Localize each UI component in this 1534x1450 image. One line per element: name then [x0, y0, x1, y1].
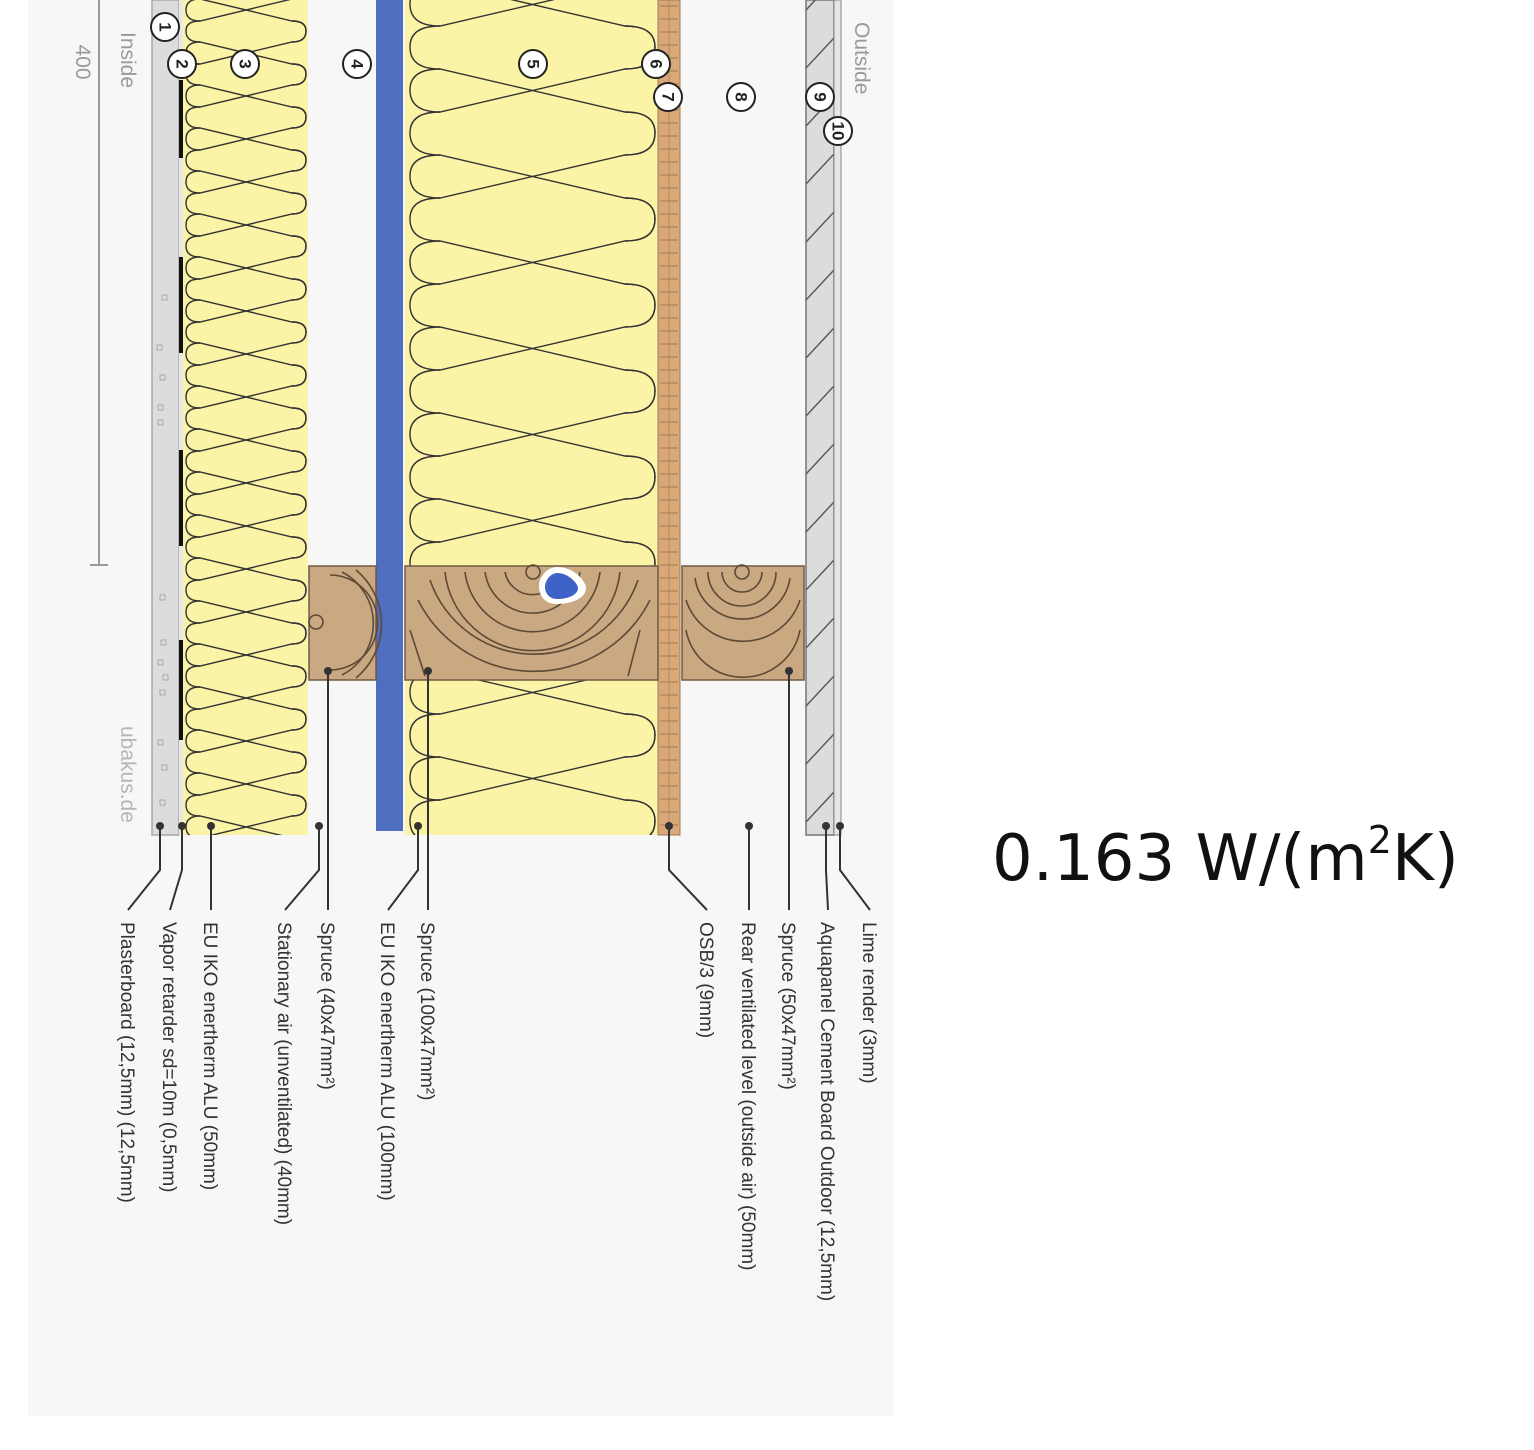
layer-label: Aquapanel Cement Board Outdoor (12,5mm): [816, 922, 837, 1301]
layer-badge-10: 10: [823, 116, 853, 146]
layer-label: Lime render (3mm): [858, 922, 879, 1084]
layer-label: Stationary air (unventilated) (40mm): [273, 922, 294, 1225]
svg-text:4: 4: [348, 59, 367, 69]
layer-badge-7: 7: [653, 82, 683, 112]
osb-texture: [660, 0, 678, 835]
insulation-50-pattern: [185, 0, 307, 835]
layer-labels: Plasterboard (12,5mm) (12,5mm) Vapor reta…: [116, 922, 879, 1301]
u-value-readout: 0.163 W/(m2K): [992, 818, 1459, 896]
layer-badge-1: 1: [150, 12, 180, 42]
layer-label: OSB/3 (9mm): [695, 922, 716, 1038]
membrane-layer: [376, 0, 403, 831]
layer-label: Plasterboard (12,5mm) (12,5mm): [116, 922, 137, 1203]
svg-text:1: 1: [156, 22, 175, 31]
svg-text:7: 7: [659, 92, 678, 101]
layer-label: Vapor retarder sd=10m (0,5mm): [158, 922, 179, 1193]
svg-text:8: 8: [732, 92, 751, 101]
scale-bar: [90, 0, 108, 566]
watermark: ubakus.de: [116, 726, 139, 823]
u-value-number: 0.163 W/(m: [992, 822, 1368, 896]
layer-badge-4: 4: [342, 49, 372, 79]
layer-label: EU IKO enertherm ALU (100mm): [376, 922, 397, 1201]
svg-text:6: 6: [647, 59, 666, 68]
cement-board-hatch: [806, 0, 834, 823]
svg-text:5: 5: [524, 59, 543, 68]
lime-render-layer: [833, 0, 842, 836]
u-value-suffix: K): [1391, 822, 1459, 896]
layer-badge-8: 8: [726, 82, 756, 112]
svg-text:3: 3: [236, 59, 255, 68]
layer-badge-6: 6: [641, 49, 671, 79]
insulation-100-layer: [405, 0, 658, 835]
spruce-50x47-batten: [681, 564, 805, 681]
spruce-100x47-batten: [404, 564, 659, 681]
layer-label: Spruce (50x47mm²): [777, 922, 798, 1090]
layer-number-badges: 1 2 3 4 5 6 7 8 9 10: [150, 12, 853, 146]
layer-badge-5: 5: [518, 49, 548, 79]
inside-label: Inside: [116, 32, 139, 88]
svg-text:9: 9: [811, 92, 830, 101]
svg-text:10: 10: [829, 122, 848, 141]
vapor-retarder-strips: [179, 80, 184, 740]
vapor-retarder-layer: [179, 0, 183, 835]
moisture-drop-icon[interactable]: [539, 567, 586, 604]
spruce-40x47-batten: [308, 565, 383, 681]
insulation-50-layer: [183, 0, 308, 835]
leader-lines: [127, 667, 871, 911]
layer-label: Spruce (100x47mm²): [416, 922, 437, 1100]
outside-label: Outside: [850, 22, 873, 94]
layer-badge-9: 9: [805, 82, 835, 112]
layer-label: Rear ventilated level (outside air) (50m…: [737, 922, 758, 1270]
plasterboard-layer: [151, 0, 180, 836]
scale-label: 400: [71, 44, 94, 79]
u-value-exponent: 2: [1367, 818, 1392, 862]
layer-badge-3: 3: [230, 49, 260, 79]
layer-label: Spruce (40x47mm²): [316, 922, 337, 1090]
svg-text:2: 2: [173, 59, 192, 68]
plasterboard-texture: [156, 294, 169, 806]
layer-badge-2: 2: [167, 49, 197, 79]
layer-label: EU IKO enertherm ALU (50mm): [199, 922, 220, 1190]
